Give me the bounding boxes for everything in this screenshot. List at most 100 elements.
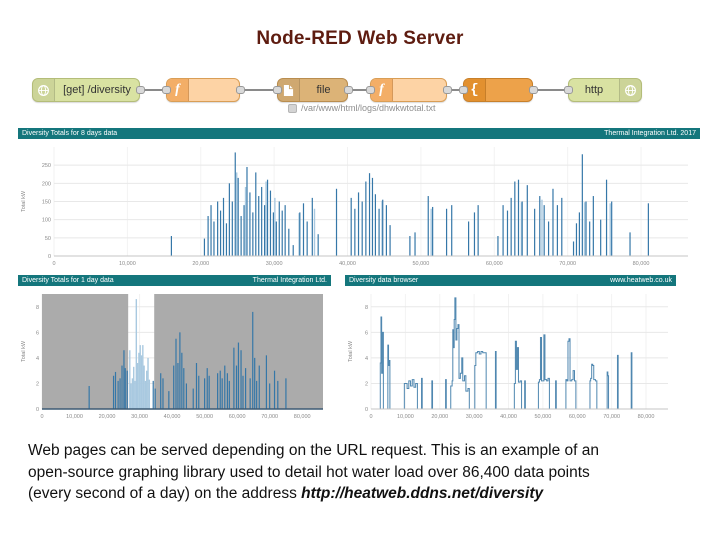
svg-text:30,000: 30,000 xyxy=(266,261,283,267)
caption-line-3: (every second of a day) on the address h… xyxy=(28,483,708,505)
node-http-response: http xyxy=(568,78,642,102)
svg-text:2: 2 xyxy=(365,381,368,387)
svg-text:50,000: 50,000 xyxy=(196,414,213,420)
svg-text:Total kW: Total kW xyxy=(21,190,27,212)
svg-text:70,000: 70,000 xyxy=(603,414,620,420)
svg-text:6: 6 xyxy=(365,330,368,336)
chart-credit: Thermal Integration Ltd. xyxy=(252,277,327,284)
output-port xyxy=(344,86,353,94)
svg-text:8: 8 xyxy=(36,305,39,311)
slide-caption: Web pages can be served depending on the… xyxy=(28,440,708,505)
svg-text:20,000: 20,000 xyxy=(431,414,448,420)
function-icon: f xyxy=(371,79,393,101)
file-path-text: /var/www/html/logs/dhwkwtotal.txt xyxy=(301,103,436,113)
svg-text:250: 250 xyxy=(42,163,51,169)
globe-icon xyxy=(33,79,55,101)
node-label: file xyxy=(316,84,331,96)
output-port xyxy=(136,86,145,94)
brace-icon: { xyxy=(464,79,486,101)
node-function-2: f xyxy=(370,78,447,102)
page-title: Node-RED Web Server xyxy=(256,28,464,49)
svg-text:100: 100 xyxy=(42,218,51,224)
chart-header: Diversity Totals for 8 days data Thermal… xyxy=(18,128,700,139)
wire xyxy=(141,89,167,91)
chart-panel-diversity-totals: Diversity Totals for 8 days data Thermal… xyxy=(18,128,700,272)
chart-title: Diversity data browser xyxy=(349,277,419,284)
chart-credit: www.heatweb.co.uk xyxy=(610,277,672,284)
wire xyxy=(448,89,464,91)
svg-text:10,000: 10,000 xyxy=(66,414,83,420)
chart-title: Diversity Totals for 8 days data xyxy=(22,130,118,137)
svg-text:80,000: 80,000 xyxy=(638,414,655,420)
file-node-caption: /var/www/html/logs/dhwkwtotal.txt xyxy=(288,103,436,113)
svg-text:0: 0 xyxy=(40,414,43,420)
svg-text:0: 0 xyxy=(52,261,55,267)
node-label: http xyxy=(584,84,604,96)
function-icon: f xyxy=(167,79,189,101)
svg-text:70,000: 70,000 xyxy=(261,414,278,420)
globe-icon xyxy=(619,79,641,101)
caption-line-1: Web pages can be served depending on the… xyxy=(28,442,599,459)
svg-text:70,000: 70,000 xyxy=(559,261,576,267)
chart-plot-area: 0 2 4 6 8 0 10,000 20,000 30,000 40,000 50,000 60,0… xyxy=(18,286,331,425)
svg-text:0: 0 xyxy=(36,407,39,413)
input-port xyxy=(564,86,573,94)
svg-text:10,000: 10,000 xyxy=(119,261,136,267)
chart-panel-data-browser: Diversity data browser www.heatweb.co.uk… xyxy=(345,275,676,425)
svg-text:4: 4 xyxy=(36,356,39,362)
svg-text:60,000: 60,000 xyxy=(229,414,246,420)
caption-line-2: open-source graphing library used to det… xyxy=(28,463,590,481)
svg-text:40,000: 40,000 xyxy=(164,414,181,420)
wire xyxy=(534,89,569,91)
svg-text:Total kW: Total kW xyxy=(21,340,27,362)
svg-text:4: 4 xyxy=(365,356,368,362)
output-port xyxy=(529,86,538,94)
wire xyxy=(349,89,371,91)
svg-text:0: 0 xyxy=(48,254,51,260)
input-port xyxy=(366,86,375,94)
svg-text:80,000: 80,000 xyxy=(294,414,311,420)
caption-line-3-text: (every second of a day) on the address xyxy=(28,485,302,502)
input-port xyxy=(162,86,171,94)
chart-panel-one-day: Diversity Totals for 1 day data Thermal … xyxy=(18,275,331,425)
chart-header: Diversity Totals for 1 day data Thermal … xyxy=(18,275,331,286)
node-function-1: f xyxy=(166,78,240,102)
chart-title: Diversity Totals for 1 day data xyxy=(22,277,114,284)
svg-text:0: 0 xyxy=(365,407,368,413)
svg-text:20,000: 20,000 xyxy=(99,414,116,420)
output-port xyxy=(443,86,452,94)
svg-text:200: 200 xyxy=(42,181,51,187)
svg-text:60,000: 60,000 xyxy=(486,261,503,267)
svg-text:50,000: 50,000 xyxy=(534,414,551,420)
wire xyxy=(241,89,278,91)
status-dot-icon xyxy=(288,103,297,113)
svg-text:8: 8 xyxy=(365,305,368,311)
node-http-in: [get] /diversity xyxy=(32,78,140,102)
svg-text:40,000: 40,000 xyxy=(339,261,356,267)
svg-text:0: 0 xyxy=(369,414,372,420)
chart-plot-area: 0 50 100 150 200 250 0 10,000 20,000 30,000 40,000… xyxy=(18,139,700,272)
svg-text:50,000: 50,000 xyxy=(412,261,429,267)
input-port xyxy=(459,86,468,94)
svg-text:Total kW: Total kW xyxy=(348,340,354,362)
svg-text:6: 6 xyxy=(36,330,39,336)
output-port xyxy=(236,86,245,94)
svg-text:20,000: 20,000 xyxy=(192,261,209,267)
svg-text:150: 150 xyxy=(42,200,51,206)
svg-text:60,000: 60,000 xyxy=(569,414,586,420)
svg-text:10,000: 10,000 xyxy=(397,414,414,420)
node-template: { xyxy=(463,78,533,102)
heatweb-url[interactable]: http://heatweb.ddns.net/diversity xyxy=(301,485,544,502)
svg-text:30,000: 30,000 xyxy=(466,414,483,420)
svg-text:50: 50 xyxy=(45,236,51,242)
node-label: [get] /diversity xyxy=(63,84,131,96)
svg-text:30,000: 30,000 xyxy=(131,414,148,420)
chart-header: Diversity data browser www.heatweb.co.uk xyxy=(345,275,676,286)
file-icon xyxy=(278,79,300,101)
svg-text:80,000: 80,000 xyxy=(633,261,650,267)
node-file: file xyxy=(277,78,348,102)
chart-credit: Thermal Integration Ltd. 2017 xyxy=(604,130,696,137)
svg-text:2: 2 xyxy=(36,381,39,387)
